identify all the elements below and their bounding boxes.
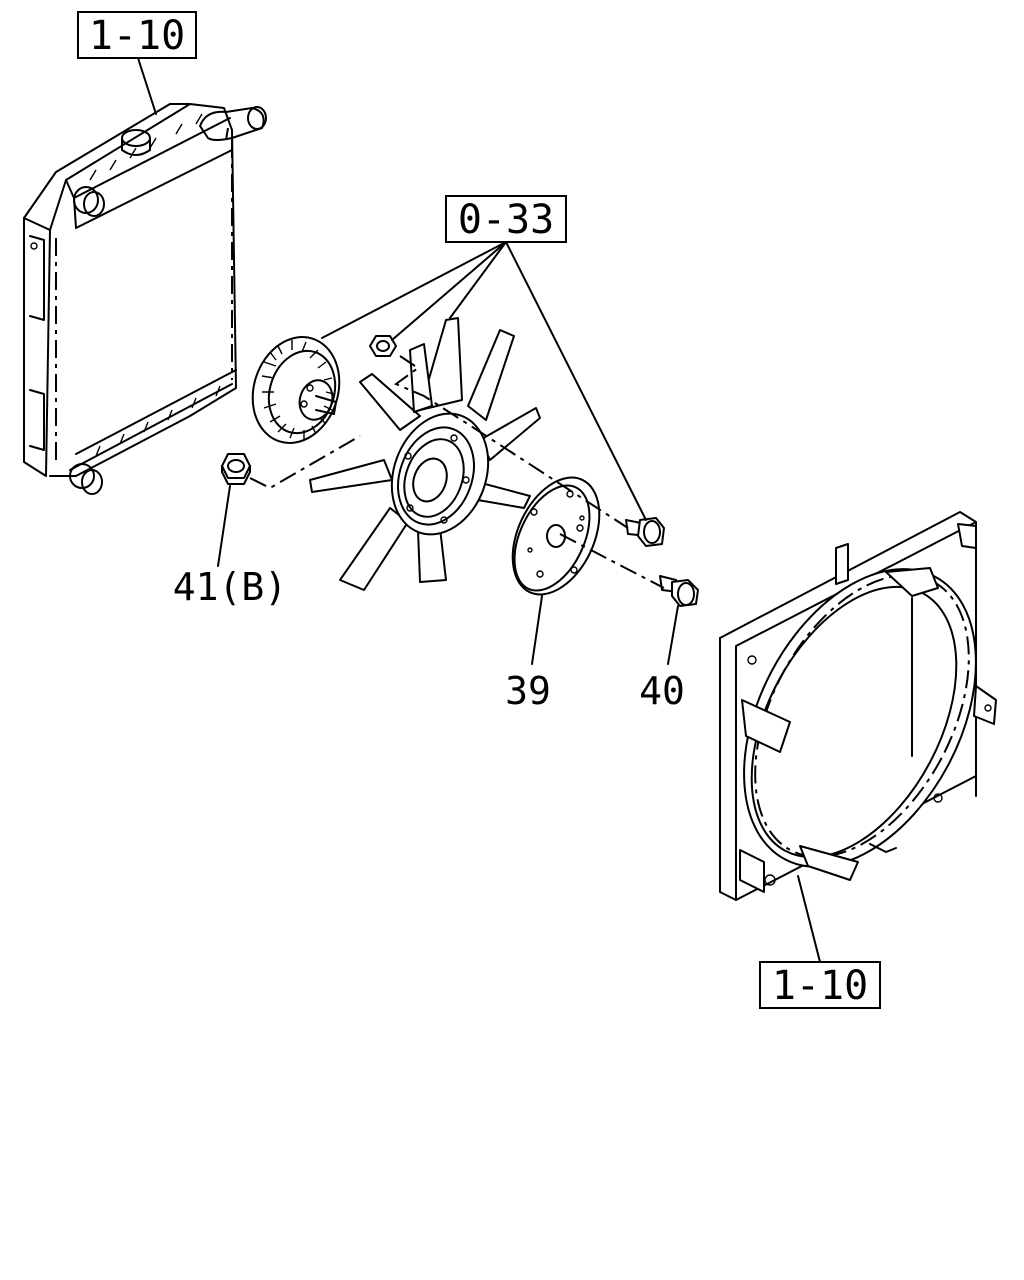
callout-nut: 41(B) (173, 565, 287, 609)
callout-spacer-plate: 39 (505, 669, 551, 713)
leader-lines (137, 57, 821, 963)
radiator-ref-label: 1-10 (89, 13, 185, 59)
radiator-ref-box: 1-10 (77, 11, 197, 59)
nut-part (221, 453, 251, 485)
bolt-lower (659, 575, 699, 607)
fan-group-ref-label: 0-33 (458, 197, 554, 243)
bolt-upper (625, 517, 665, 547)
fan-group-ref-box: 0-33 (445, 195, 567, 243)
fan-shroud (719, 511, 997, 901)
callout-nut-label: 41(B) (173, 565, 287, 609)
small-nut (369, 335, 397, 357)
callout-bolt-label: 40 (639, 669, 685, 713)
shroud-ref-label: 1-10 (772, 963, 868, 1009)
radiator (23, 103, 267, 495)
spacer-plate (511, 476, 601, 596)
fan (309, 317, 541, 591)
shroud-ref-box: 1-10 (759, 961, 881, 1009)
callout-bolt: 40 (639, 669, 685, 713)
callout-spacer-plate-label: 39 (505, 669, 551, 713)
fan-clutch (251, 336, 341, 444)
